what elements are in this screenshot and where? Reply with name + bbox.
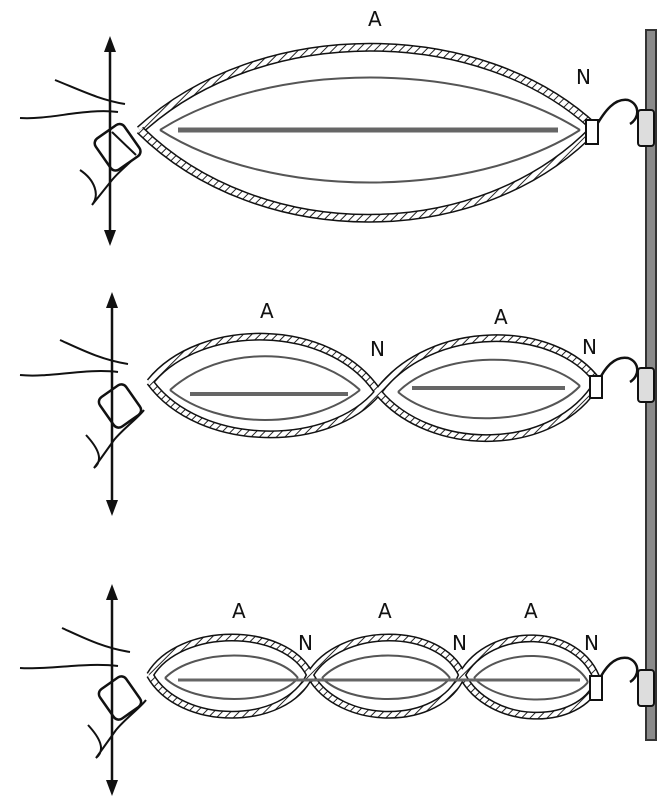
rope-loop-1-upper — [150, 337, 378, 392]
hand-icon — [20, 80, 143, 205]
rope-loop-1-lower — [150, 382, 378, 434]
rope-loops-upper — [150, 638, 598, 683]
antinode-label: A — [494, 305, 508, 329]
antinode-label: A — [232, 599, 246, 623]
hand-icon — [20, 628, 146, 758]
rope-lower-hatch — [140, 128, 595, 218]
hand-icon — [20, 340, 144, 468]
wall-clamp-icon — [586, 100, 654, 146]
inner-curve-lower — [160, 130, 580, 183]
rope-lower — [140, 128, 595, 218]
wall-clamp-icon — [590, 358, 654, 402]
rope-loop-2-upper — [378, 338, 598, 392]
node-label: N — [584, 631, 599, 655]
inner-curves — [165, 656, 588, 700]
node-label: N — [582, 335, 597, 359]
antinode-label: A — [260, 299, 274, 323]
panel-2: A A N N — [20, 292, 654, 516]
node-label: N — [370, 337, 385, 361]
node-label: N — [298, 631, 313, 655]
rope-upper — [140, 47, 595, 130]
antinode-label: A — [378, 599, 392, 623]
antinode-label: A — [524, 599, 538, 623]
node-label: N — [452, 631, 467, 655]
panel-1: A N — [20, 7, 654, 246]
antinode-label: A — [368, 7, 382, 31]
node-label: N — [576, 65, 591, 89]
inner-curve-upper — [160, 78, 580, 131]
rope-loop-2-lower — [378, 382, 598, 438]
panel-3: A A A N N N — [20, 584, 654, 796]
wall-clamp-icon — [590, 658, 654, 706]
inner-curves-loop-1 — [170, 356, 360, 420]
